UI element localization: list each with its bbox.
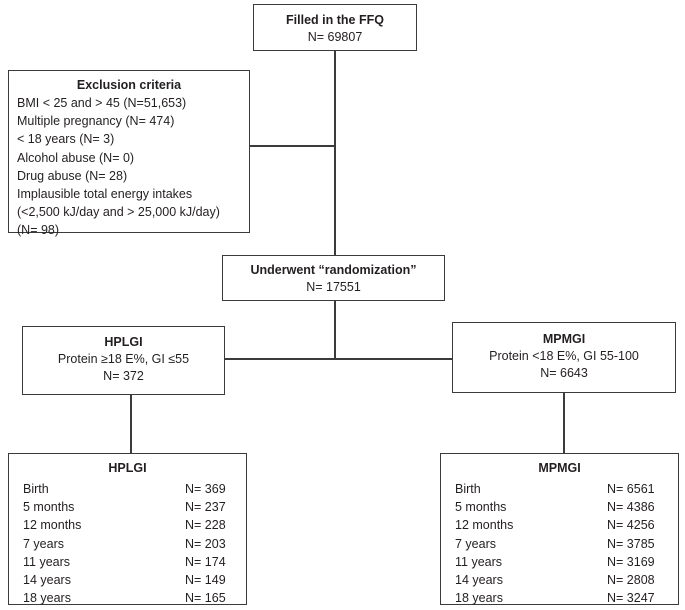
followup-row: 12 months N= 4256 bbox=[455, 516, 678, 534]
ffq-title: Filled in the FFQ bbox=[286, 13, 384, 27]
mpmgi-followup-title: MPMGI bbox=[538, 461, 581, 475]
exclusion-criterion: (N= 98) bbox=[17, 223, 60, 238]
exclusion-title: Exclusion criteria bbox=[76, 78, 182, 92]
followup-row: 12 months N= 228 bbox=[23, 516, 246, 534]
connector-mpmgi-to-followup bbox=[563, 393, 565, 454]
followup-value: N= 203 bbox=[185, 536, 226, 551]
hplgi-group-title: HPLGI bbox=[104, 335, 143, 349]
connector-randomization-down bbox=[334, 300, 336, 360]
box-exclusion-criteria: Exclusion criteria BMI < 25 and > 45 (N=… bbox=[8, 70, 250, 237]
followup-label: 11 years bbox=[23, 554, 71, 569]
followup-label: 14 years bbox=[23, 573, 71, 588]
followup-value: N= 3785 bbox=[607, 536, 655, 551]
connector-group-split-bar bbox=[224, 358, 453, 360]
hplgi-group-count: N= 372 bbox=[103, 369, 144, 383]
mpmgi-group-count: N= 6643 bbox=[540, 366, 588, 380]
followup-value: N= 149 bbox=[185, 573, 226, 588]
box-hplgi-followup: HPLGI Birth N= 369 5 months N= 237 12 mo… bbox=[8, 453, 247, 605]
followup-row: 14 years N= 2808 bbox=[455, 571, 678, 589]
mpmgi-group-criteria: Protein <18 E%, GI 55-100 bbox=[489, 349, 639, 363]
followup-value: N= 4256 bbox=[607, 518, 655, 533]
followup-row: 5 months N= 237 bbox=[23, 498, 246, 516]
box-hplgi-group: HPLGI Protein ≥18 E%, GI ≤55 N= 372 bbox=[22, 326, 225, 395]
hplgi-followup-rows: Birth N= 369 5 months N= 237 12 months N… bbox=[9, 480, 246, 607]
followup-label: 14 years bbox=[455, 573, 503, 588]
followup-value: N= 3169 bbox=[607, 554, 655, 569]
hplgi-group-criteria: Protein ≥18 E%, GI ≤55 bbox=[57, 352, 190, 366]
followup-label: 7 years bbox=[455, 536, 496, 551]
followup-row: Birth N= 6561 bbox=[455, 480, 678, 498]
exclusion-criterion: Implausible total energy intakes bbox=[17, 187, 193, 202]
followup-label: 18 years bbox=[455, 591, 503, 606]
followup-row: 5 months N= 4386 bbox=[455, 498, 678, 516]
hplgi-followup-title: HPLGI bbox=[108, 461, 147, 475]
followup-label: 18 years bbox=[23, 591, 71, 606]
connector-hplgi-to-followup bbox=[130, 394, 132, 454]
followup-row: 7 years N= 3785 bbox=[455, 535, 678, 553]
followup-value: N= 237 bbox=[185, 500, 226, 515]
followup-value: N= 369 bbox=[185, 482, 226, 496]
followup-value: N= 4386 bbox=[607, 500, 655, 515]
randomization-count: N= 17551 bbox=[306, 280, 361, 294]
followup-row: 18 years N= 165 bbox=[23, 589, 246, 607]
connector-exclusion-branch bbox=[249, 145, 335, 147]
connector-ffq-to-randomization bbox=[334, 50, 336, 256]
box-mpmgi-group: MPMGI Protein <18 E%, GI 55-100 N= 6643 bbox=[452, 322, 676, 393]
followup-value: N= 174 bbox=[185, 554, 226, 569]
followup-row: 11 years N= 174 bbox=[23, 553, 246, 571]
box-filled-in-ffq: Filled in the FFQ N= 69807 bbox=[253, 4, 417, 51]
exclusion-criterion: Multiple pregnancy (N= 474) bbox=[17, 114, 175, 129]
exclusion-criterion: < 18 years (N= 3) bbox=[17, 132, 115, 147]
box-mpmgi-followup: MPMGI Birth N= 6561 5 months N= 4386 12 … bbox=[440, 453, 679, 605]
exclusion-criterion: Drug abuse (N= 28) bbox=[17, 168, 128, 183]
followup-value: N= 2808 bbox=[607, 573, 655, 588]
box-underwent-randomization: Underwent “randomization” N= 17551 bbox=[222, 255, 445, 301]
followup-value: N= 228 bbox=[185, 518, 226, 533]
mpmgi-followup-rows: Birth N= 6561 5 months N= 4386 12 months… bbox=[441, 480, 678, 607]
followup-value: N= 6561 bbox=[607, 482, 655, 496]
followup-row: 7 years N= 203 bbox=[23, 535, 246, 553]
followup-label: 12 months bbox=[23, 518, 82, 533]
followup-label: 7 years bbox=[23, 536, 64, 551]
followup-value: N= 3247 bbox=[607, 591, 655, 606]
followup-row: Birth N= 369 bbox=[23, 480, 246, 498]
mpmgi-group-title: MPMGI bbox=[542, 332, 586, 346]
followup-label: Birth bbox=[455, 482, 481, 496]
exclusion-criteria-list: BMI < 25 and > 45 (N=51,653) Multiple pr… bbox=[17, 94, 249, 240]
followup-label: 12 months bbox=[455, 518, 514, 533]
followup-row: 18 years N= 3247 bbox=[455, 589, 678, 607]
followup-value: N= 165 bbox=[185, 591, 226, 606]
followup-label: 5 months bbox=[23, 500, 75, 515]
randomization-title: Underwent “randomization” bbox=[250, 263, 417, 277]
followup-label: 11 years bbox=[455, 554, 503, 569]
exclusion-criterion: BMI < 25 and > 45 (N=51,653) bbox=[17, 96, 187, 110]
exclusion-criterion: Alcohol abuse (N= 0) bbox=[17, 150, 135, 165]
followup-label: 5 months bbox=[455, 500, 507, 515]
followup-row: 14 years N= 149 bbox=[23, 571, 246, 589]
ffq-count: N= 69807 bbox=[307, 30, 363, 44]
followup-label: Birth bbox=[23, 482, 49, 496]
followup-row: 11 years N= 3169 bbox=[455, 553, 678, 571]
exclusion-criterion: (<2,500 kJ/day and > 25,000 kJ/day) bbox=[17, 205, 220, 220]
